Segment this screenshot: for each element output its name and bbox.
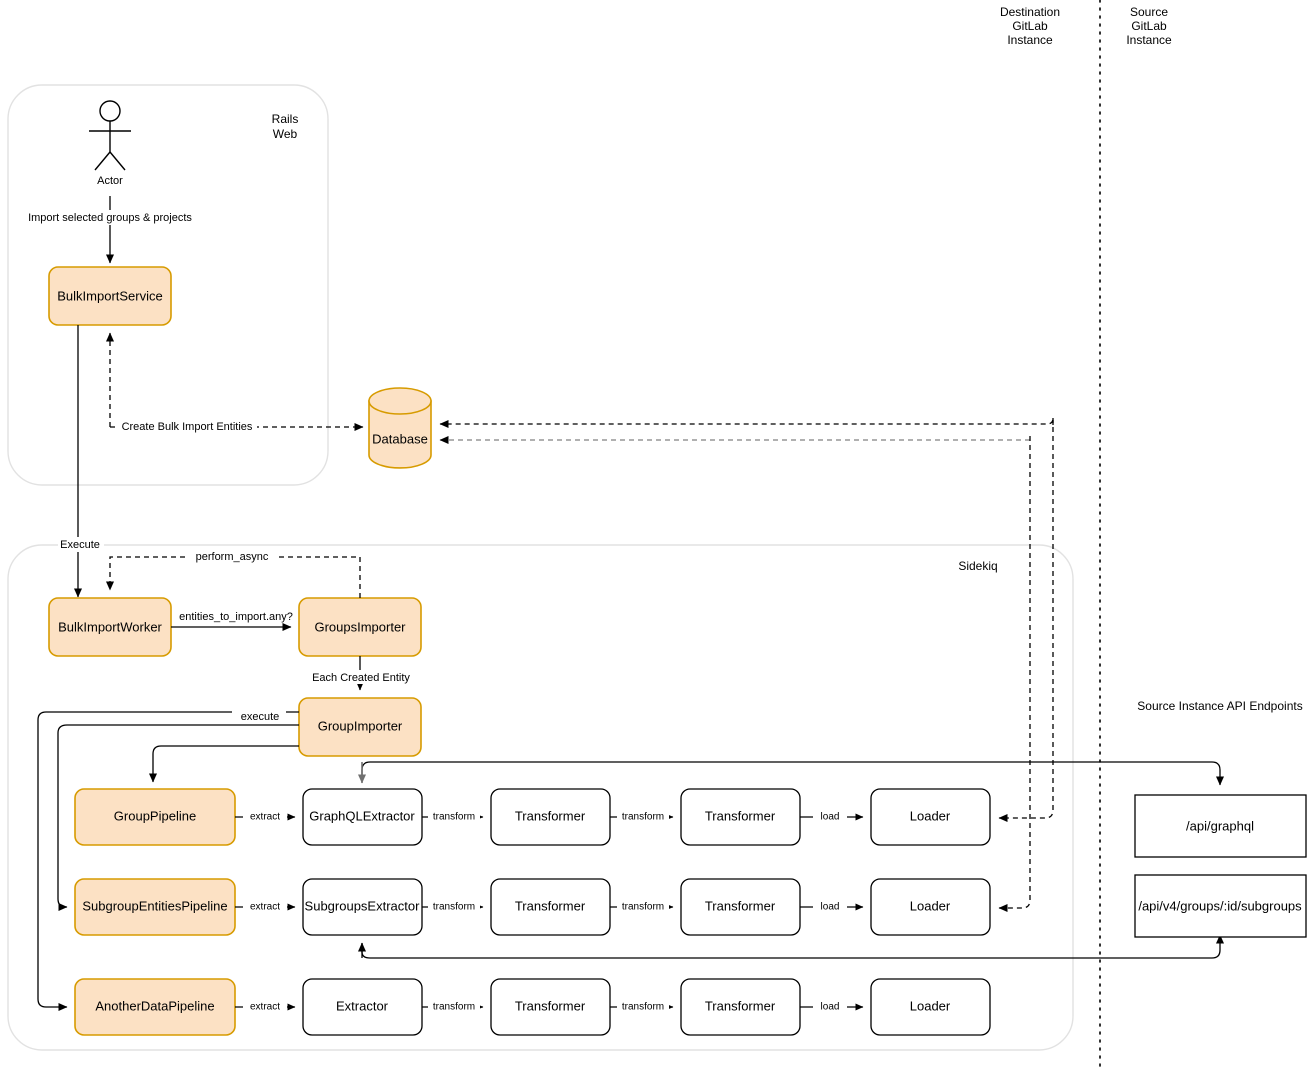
node-bulk-import-service[interactable]	[48, 266, 172, 326]
zone-rails-web	[7, 84, 329, 486]
node-label-transformer-r1-b: Transformer	[705, 808, 776, 823]
edge-label-bg-r2-load	[813, 900, 847, 913]
edge-label-bg-create-entities	[117, 419, 257, 434]
edge-label-bg-execute-pipeline	[232, 710, 286, 724]
edge-label-r1-extract: extract	[250, 812, 280, 823]
node-label-transformer-r2-b: Transformer	[705, 898, 776, 913]
node-label-transformer-r1-a: Transformer	[515, 808, 586, 823]
edge-label-r3-extract: extract	[250, 1002, 280, 1013]
edge-label-r1-transform-1: transform	[433, 812, 475, 823]
edge-label-r3-load: load	[821, 1002, 840, 1013]
edge-label-import-selected: Import selected groups & projects	[28, 212, 192, 224]
edge-label-bg-r1-extract	[243, 810, 287, 823]
edge-label-bg-r3-t2	[617, 1000, 669, 1013]
edge-db-return-1	[439, 417, 1054, 428]
edge-label-bg-r1-t1	[428, 810, 480, 823]
node-label-groups-importer: GroupsImporter	[314, 619, 406, 634]
edge-label-execute-pipeline: execute	[241, 711, 280, 723]
edge-label-create-bulk-import-entities: Create Bulk Import Entities	[122, 421, 253, 433]
edge-label-r2-extract: extract	[250, 902, 280, 913]
node-label-group-pipeline: GroupPipeline	[114, 808, 196, 823]
source-label-line2: GitLab	[1131, 19, 1167, 33]
node-label-loader-r1: Loader	[910, 808, 951, 823]
edge-label-r2-load: load	[821, 902, 840, 913]
node-database[interactable]	[368, 387, 432, 469]
zone-label-sidekiq: Sidekiq	[958, 559, 997, 573]
node-loader-r2[interactable]	[870, 878, 991, 936]
node-label-extractor-r3: Extractor	[336, 998, 389, 1013]
zone-label-rails-web-line1: Rails	[272, 112, 299, 126]
api-section-title: Source Instance API Endpoints	[1137, 699, 1302, 713]
edge-db-to-loader-2	[998, 436, 1031, 912]
edge-label-bg-r3-extract	[243, 1000, 287, 1013]
edge-label-r1-transform-2: transform	[622, 812, 664, 823]
actor	[89, 100, 131, 171]
node-label-graphql-extractor: GraphQLExtractor	[309, 808, 415, 823]
edge-label-bg-r2-t1	[428, 900, 480, 913]
node-label-transformer-r3-b: Transformer	[705, 998, 776, 1013]
destination-label-line3: Instance	[1007, 33, 1053, 47]
node-label-subgroup-entities-pipeline: SubgroupEntitiesPipeline	[82, 898, 227, 913]
edge-label-bg-import	[16, 210, 206, 225]
edge-label-bg-r2-extract	[243, 900, 287, 913]
edge-label-r2-transform-2: transform	[622, 902, 664, 913]
edge-label-bg-perform-async	[187, 550, 277, 564]
edge-label-bg-entities	[178, 609, 296, 623]
node-label-database: Database	[372, 431, 428, 446]
edge-label-bg-r3-t1	[428, 1000, 480, 1013]
node-label-loader-r2: Loader	[910, 898, 951, 913]
node-label-transformer-r3-a: Transformer	[515, 998, 586, 1013]
node-loader-r1[interactable]	[870, 788, 991, 846]
node-label-loader-r3: Loader	[910, 998, 951, 1013]
edge-label-r1-load: load	[821, 812, 840, 823]
edge-label-bg-r1-load	[813, 810, 847, 823]
node-loader-r3[interactable]	[870, 978, 991, 1036]
api-endpoint-subgroups[interactable]	[1134, 874, 1307, 938]
edge-label-r2-transform-1: transform	[433, 902, 475, 913]
zone-label-rails-web-line2: Web	[273, 127, 298, 141]
destination-label-line2: GitLab	[1012, 19, 1048, 33]
edge-execute-another-data-pipeline	[37, 711, 299, 1011]
edge-label-execute: Execute	[60, 539, 100, 551]
edge-subgroups-extractor-to-api	[361, 934, 1224, 959]
node-label-transformer-r2-a: Transformer	[515, 898, 586, 913]
api-endpoint-graphql-label: /api/graphql	[1186, 818, 1254, 833]
node-group-importer[interactable]	[298, 697, 422, 757]
edge-label-r3-transform-2: transform	[622, 1002, 664, 1013]
edge-label-perform-async: perform_async	[196, 551, 269, 563]
edge-label-bg-each-entity	[306, 670, 416, 684]
zone-sidekiq	[7, 544, 1074, 1051]
node-label-bulk-import-worker: BulkImportWorker	[58, 619, 162, 634]
edge-graphql-extractor-to-api	[361, 761, 1224, 786]
source-label-line1: Source	[1130, 5, 1168, 19]
edge-label-bg-r3-load	[813, 1000, 847, 1013]
node-label-subgroups-extractor: SubgroupsExtractor	[305, 898, 421, 913]
api-endpoint-graphql[interactable]	[1134, 794, 1307, 858]
node-label-another-data-pipeline: AnotherDataPipeline	[95, 998, 214, 1013]
edge-label-r3-transform-1: transform	[433, 1002, 475, 1013]
edge-db-to-loader-1	[998, 418, 1054, 822]
source-label-line3: Instance	[1126, 33, 1172, 47]
edge-execute-subgroup-pipeline	[57, 724, 299, 911]
edge-label-bg-r2-t2	[617, 900, 669, 913]
node-label-group-importer: GroupImporter	[318, 718, 403, 733]
destination-label-line1: Destination	[1000, 5, 1060, 19]
edge-label-bg-execute	[58, 537, 104, 552]
edge-label-bg-r1-t2	[617, 810, 669, 823]
edge-label-entities-to-import: entities_to_import.any?	[179, 611, 293, 623]
edge-label-each-created-entity: Each Created Entity	[312, 672, 410, 684]
api-endpoint-subgroups-label: /api/v4/groups/:id/subgroups	[1138, 898, 1302, 913]
edge-execute-group-pipeline	[149, 745, 299, 783]
actor-label: Actor	[97, 175, 123, 187]
node-label-bulk-import-service: BulkImportService	[57, 288, 162, 303]
